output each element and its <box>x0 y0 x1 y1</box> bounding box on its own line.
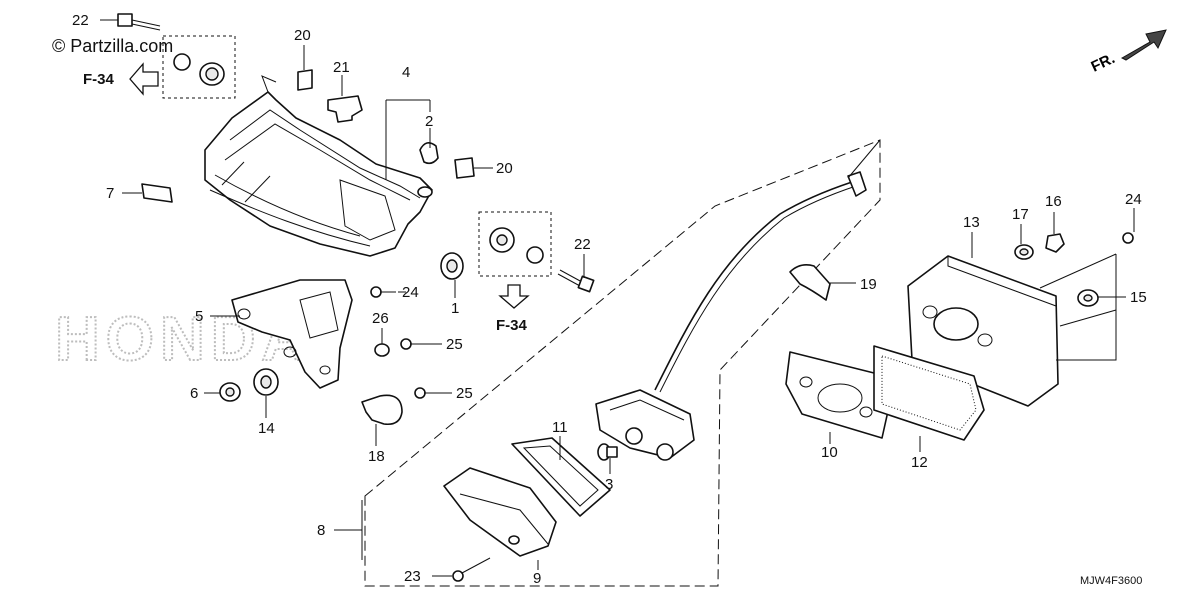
part-collar-17[interactable] <box>1014 244 1034 260</box>
part-connector-21[interactable] <box>327 95 363 123</box>
callout-11[interactable]: 11 <box>552 419 568 436</box>
callout-23[interactable]: 23 <box>404 568 421 585</box>
part-screw-23[interactable] <box>452 557 491 582</box>
part-clip-20-mid[interactable] <box>454 157 475 179</box>
left-arrow-icon <box>129 62 159 96</box>
callout-20-mid[interactable]: 20 <box>496 160 513 177</box>
callout-12[interactable]: 12 <box>911 454 928 471</box>
reference-f34-top[interactable]: F-34 <box>83 62 159 96</box>
diagram-code: MJW4F3600 <box>1080 575 1142 587</box>
callout-25-bottom[interactable]: 25 <box>456 385 473 402</box>
part-screw-24-right[interactable] <box>1122 232 1134 244</box>
front-arrow-icon <box>1120 29 1167 61</box>
callout-26[interactable]: 26 <box>372 310 389 327</box>
grommet-detail-box-mid <box>478 211 552 277</box>
down-arrow-icon <box>498 284 530 309</box>
front-direction-indicator: FR. <box>1089 29 1167 76</box>
callout-4[interactable]: 4 <box>402 64 410 81</box>
part-pad-7[interactable] <box>141 183 173 203</box>
grommet-detail-box-top <box>162 35 236 99</box>
part-washer-26[interactable] <box>374 343 390 357</box>
license-light-base[interactable] <box>595 389 695 461</box>
license-light-assembly-outline <box>364 139 881 587</box>
part-grommet-mid[interactable] <box>489 227 544 264</box>
part-socket-2[interactable] <box>419 142 439 165</box>
part-grommet-1[interactable] <box>440 252 464 280</box>
leader-lines <box>100 19 1135 577</box>
callout-25-top[interactable]: 25 <box>446 336 463 353</box>
part-collar-6[interactable] <box>219 382 241 402</box>
callout-21[interactable]: 21 <box>333 59 350 76</box>
part-lens-9[interactable] <box>443 467 557 557</box>
part-nut-16[interactable] <box>1045 233 1065 253</box>
callout-17[interactable]: 17 <box>1012 206 1029 223</box>
reference-f34-mid[interactable]: F-34 <box>496 284 530 334</box>
part-collar-15[interactable] <box>1077 289 1099 307</box>
callout-24-right[interactable]: 24 <box>1125 191 1142 208</box>
callout-19[interactable]: 19 <box>860 276 877 293</box>
callout-14[interactable]: 14 <box>258 420 275 437</box>
callout-3[interactable]: 3 <box>605 476 613 493</box>
callout-1[interactable]: 1 <box>451 300 459 317</box>
part-reflector-12[interactable] <box>873 345 985 441</box>
part-grommet-top[interactable] <box>173 53 225 86</box>
callout-13[interactable]: 13 <box>963 214 980 231</box>
callout-22-top[interactable]: 22 <box>72 12 89 29</box>
license-light-harness[interactable] <box>654 171 867 393</box>
callout-8[interactable]: 8 <box>317 522 325 539</box>
callout-15[interactable]: 15 <box>1130 289 1147 306</box>
front-direction-label: FR. <box>1089 50 1118 76</box>
part-bolt-22-top[interactable] <box>117 13 161 31</box>
callout-2[interactable]: 2 <box>425 113 433 130</box>
reference-label: F-34 <box>83 71 115 88</box>
part-screw-25-bottom[interactable] <box>414 387 438 399</box>
part-screw-24-left[interactable] <box>370 286 396 298</box>
part-clip-20-top[interactable] <box>297 69 313 91</box>
tail-light-housing[interactable] <box>204 75 433 257</box>
part-band-19[interactable] <box>789 264 831 301</box>
callout-18[interactable]: 18 <box>368 448 385 465</box>
part-grommet-14[interactable] <box>253 368 279 396</box>
callout-6[interactable]: 6 <box>190 385 198 402</box>
callout-20-top[interactable]: 20 <box>294 27 311 44</box>
callout-9[interactable]: 9 <box>533 570 541 587</box>
callout-10[interactable]: 10 <box>821 444 838 461</box>
callouts: 22 20 21 4 2 20 7 1 22 24 5 26 25 6 25 1… <box>72 12 1147 587</box>
part-gasket-11[interactable] <box>511 437 611 517</box>
part-screw-25-top[interactable] <box>400 338 424 350</box>
part-bracket-5[interactable] <box>231 279 353 389</box>
callout-16[interactable]: 16 <box>1045 193 1062 210</box>
watermark: © Partzilla.com <box>52 36 173 56</box>
part-bolt-22-mid[interactable] <box>557 269 595 293</box>
part-clamp-18[interactable] <box>361 394 403 426</box>
callout-22-mid[interactable]: 22 <box>574 236 591 253</box>
callout-7[interactable]: 7 <box>106 185 114 202</box>
callout-5[interactable]: 5 <box>195 308 203 325</box>
part-bulb-3[interactable] <box>597 443 618 461</box>
reference-label: F-34 <box>496 317 528 334</box>
callout-24-left[interactable]: 24 <box>402 284 419 301</box>
